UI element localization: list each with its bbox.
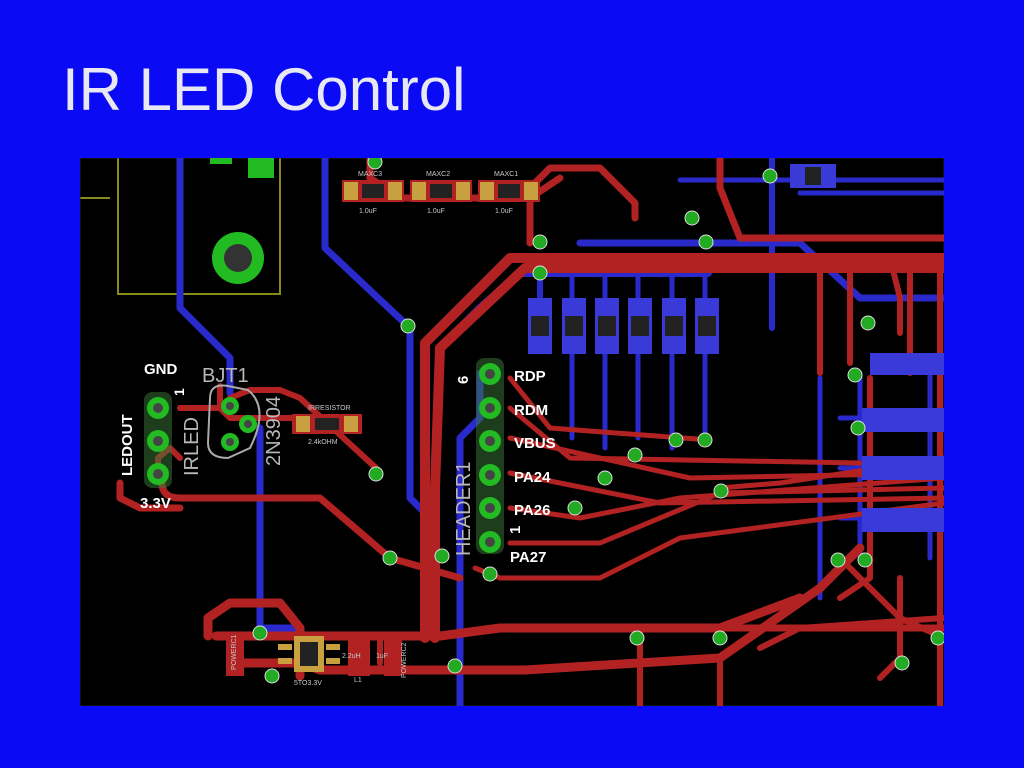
maxc1-value: 1.0uF [495, 208, 513, 215]
capacitor-maxc3: MAXC3 1.0uF [342, 171, 404, 215]
vias [252, 158, 944, 684]
top-layer-traces [116, 158, 944, 706]
header1-pin-rdp: RDP [514, 368, 546, 385]
header1-pin-vbus: VBUS [514, 435, 556, 452]
resistor-ref: IRRESISTOR [308, 405, 351, 412]
header1-pin-pa24: PA24 [514, 469, 551, 486]
header1-pin1-number: 1 [507, 526, 524, 534]
resistor-value: 2.4kOHM [308, 439, 338, 446]
header1: 6 1 HEADER1 RDP RDM VBUS PA24 PA26 PA27 [453, 358, 556, 566]
capacitor-maxc2: MAXC2 1.0uF [410, 171, 472, 215]
ledout-pin-3v3: 3.3V [140, 495, 171, 512]
maxc2-value: 1.0uF [427, 208, 445, 215]
maxc2-ref: MAXC2 [426, 171, 450, 178]
bjt1-ref: BJT1 [202, 365, 249, 387]
header1-pin-pa27: PA27 [510, 549, 546, 566]
regulator-ref: 5TO3.3V [294, 680, 322, 687]
ir-resistor: IRRESISTOR 2.4kOHM [292, 405, 362, 446]
bottom-resistor-array [528, 164, 944, 532]
transistor-bjt1: BJT1 2N3904 [202, 365, 285, 466]
maxc3-value: 1.0uF [359, 208, 377, 215]
powerc1-ref: POWERC1 [231, 635, 238, 671]
maxc3-ref: MAXC3 [358, 171, 382, 178]
ledout-header: GND 3.3V 1 LEDOUT IRLED [119, 361, 203, 512]
ledout-pin1-number: 1 [171, 388, 187, 396]
mounting-hole [210, 158, 274, 284]
inductor-ref: L1 [354, 677, 362, 684]
ledout-pin-gnd: GND [144, 361, 178, 378]
header1-pin-rdm: RDM [514, 402, 548, 419]
maxc1-ref: MAXC1 [494, 171, 518, 178]
header1-pin-pa26: PA26 [514, 502, 550, 519]
bjt1-value: 2N3904 [263, 396, 285, 466]
powerc2-ref: POWERC2 [401, 643, 408, 679]
pcb-layout: MAXC3 1.0uF MAXC2 1.0uF MAXC1 1.0uF [80, 158, 944, 706]
max-capacitors: MAXC3 1.0uF MAXC2 1.0uF MAXC1 1.0uF [342, 171, 540, 215]
header1-pin6-number: 6 [455, 376, 472, 384]
irled-ref: IRLED [181, 417, 203, 476]
board-outline [80, 158, 944, 706]
regulator-section: POWERC1 5TO3.3V 2.2uH L1 1uF POWERC2 [226, 635, 408, 687]
cap-value: 1uF [376, 653, 388, 660]
capacitor-maxc1: MAXC1 1.0uF [478, 171, 540, 215]
ledout-name: LEDOUT [119, 414, 136, 476]
inductor-value: 2.2uH [342, 653, 361, 660]
header1-ref: HEADER1 [453, 462, 475, 556]
slide-title: IR LED Control [62, 56, 466, 123]
